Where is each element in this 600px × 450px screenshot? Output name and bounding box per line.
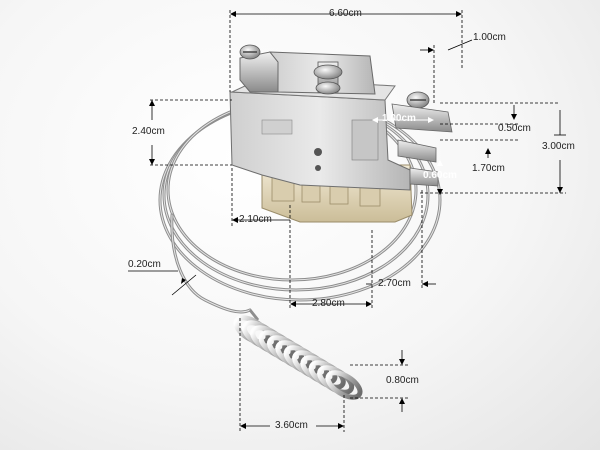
dim-side-depth: 2.70cm bbox=[378, 278, 411, 289]
dim-coil-height: 0.80cm bbox=[386, 375, 419, 386]
dim-hole-offset: 0.60cm bbox=[423, 170, 457, 181]
dim-tube-diameter: 0.20cm bbox=[128, 259, 161, 270]
center-stud bbox=[313, 61, 343, 95]
coil-turn bbox=[325, 370, 363, 400]
screw-right bbox=[406, 91, 430, 109]
terminal-tabs bbox=[391, 103, 453, 187]
dim-total-height: 3.00cm bbox=[542, 141, 575, 152]
sensing-coil bbox=[233, 309, 363, 400]
dim-lower-offset: 1.70cm bbox=[472, 163, 505, 174]
dim-terminal-width: 1.00cm bbox=[473, 32, 506, 43]
dim-mount-width: 2.80cm bbox=[312, 298, 345, 309]
dim-terminal-gap: 1.00cm bbox=[382, 113, 416, 124]
dim-body-height: 2.40cm bbox=[132, 126, 165, 137]
dim-terminal-offset: 0.50cm bbox=[498, 123, 531, 134]
dim-width-top: 6.60cm bbox=[329, 8, 362, 19]
dimension-lines bbox=[128, 10, 566, 432]
screw-left bbox=[239, 44, 261, 60]
metal-housing bbox=[229, 77, 411, 191]
dim-depth-left: 2.10cm bbox=[239, 214, 272, 225]
mounting-bracket bbox=[239, 51, 376, 95]
dim-coil-length: 3.60cm bbox=[275, 420, 308, 431]
